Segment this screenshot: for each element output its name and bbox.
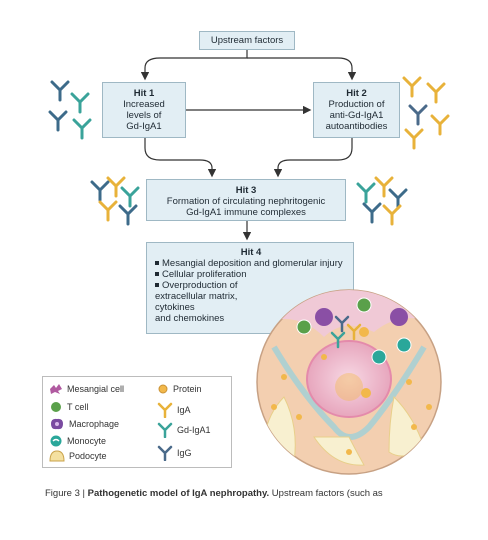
legend-item-monocyte: Monocyte [49, 434, 106, 448]
hit4-bullet-text: Mesangial deposition and glomerular inju… [162, 258, 343, 269]
igg-icon [157, 445, 173, 461]
hit4-title: Hit 4 [240, 247, 262, 258]
arrow-upstream-to-hit1 [140, 50, 248, 81]
caption-figure-number: Figure 3 | [45, 488, 88, 499]
legend-item-mesangial-cell: Mesangial cell [49, 383, 124, 395]
hit3-box: Hit 3 Formation of circulating nephritog… [146, 179, 346, 221]
hit4-bullet: Mesangial deposition and glomerular inju… [155, 258, 347, 269]
legend-label: Mesangial cell [67, 384, 125, 394]
figure-caption: Figure 3 | Pathogenetic model of IgA nep… [45, 488, 383, 499]
monocyte-icon [50, 435, 62, 447]
legend-label: T cell [67, 402, 89, 412]
hit2-text-line: anti-Gd-IgA1 [329, 110, 384, 121]
upstream-factors-label: Upstream factors [210, 35, 284, 46]
iga-icon [157, 402, 173, 418]
hit3-text-line: Formation of circulating nephritogenic [166, 196, 326, 207]
legend-label: IgA [177, 405, 191, 415]
hit3-title: Hit 3 [235, 185, 257, 196]
upstream-factors-box: Upstream factors [199, 31, 295, 50]
legend-item-igg: IgG [157, 445, 192, 461]
legend-label: Podocyte [69, 451, 107, 461]
immune-complex-right-icon [356, 176, 408, 226]
legend-label: Protein [173, 384, 202, 394]
legend-item-macrophage: Macrophage [49, 417, 119, 431]
legend-label: Macrophage [69, 419, 120, 429]
hit4-bullet-text: cytokines [155, 302, 195, 313]
hit3-text-line: Gd-IgA1 immune complexes [186, 207, 306, 218]
immune-complex-left-icon [90, 176, 140, 226]
caption-text: Upstream factors (such as [269, 488, 383, 499]
hit1-box: Hit 1 Increased levels of Gd-IgA1 [102, 82, 186, 138]
hit4-bullet: Cellular proliferation [155, 269, 347, 280]
hit2-box: Hit 2 Production of anti-Gd-IgA1 autoant… [313, 82, 400, 138]
hit1-text-line: levels of [126, 110, 162, 121]
arrow-upstream-to-hit2 [247, 57, 357, 81]
hit1-title: Hit 1 [133, 88, 155, 99]
mesangial-cell-icon [50, 384, 62, 394]
hit4-bullet-text: Overproduction of [162, 280, 238, 291]
legend-item-protein: Protein [157, 383, 202, 395]
t-cell-icon [50, 401, 62, 413]
hit4-bullet-text: and chemokines [155, 313, 225, 324]
legend-label: Gd-IgA1 [177, 425, 211, 435]
macrophage-icon [51, 418, 63, 430]
hit2-text-line: Production of [328, 99, 385, 110]
antibody-cluster-left-icon [48, 80, 92, 140]
hit1-text-line: Gd-IgA1 [126, 121, 162, 132]
hit1-text-line: Increased [123, 99, 165, 110]
hit4-bullet: Overproduction of extracellular matrix, … [155, 280, 347, 324]
legend-item-iga: IgA [157, 402, 191, 418]
hit4-bullet-text: Cellular proliferation [162, 269, 247, 280]
gd-iga1-icon [157, 422, 173, 438]
legend-label: Monocyte [67, 436, 107, 446]
legend: Mesangial cell Protein T cell IgA Macrop… [42, 376, 232, 468]
protein-icon [158, 384, 168, 394]
caption-title: Pathogenetic model of IgA nephropathy. [87, 488, 270, 499]
hit2-text-line: autoantibodies [325, 121, 388, 132]
hit2-title: Hit 2 [346, 88, 367, 99]
legend-item-podocyte: Podocyte [49, 450, 107, 462]
hit4-bullet-list: Mesangial deposition and glomerular inju… [155, 258, 347, 324]
legend-label: IgG [177, 448, 192, 458]
legend-item-t-cell: T cell [49, 400, 88, 414]
antibody-cluster-right-icon [402, 76, 450, 150]
podocyte-icon [49, 450, 65, 462]
legend-item-gd-iga1: Gd-IgA1 [157, 422, 211, 438]
glomerulus-illustration [256, 289, 442, 475]
arrow-hit1-to-hit3 [144, 138, 217, 178]
hit4-bullet-text: extracellular matrix, [155, 291, 238, 302]
arrow-hit2-to-hit3 [273, 138, 353, 178]
